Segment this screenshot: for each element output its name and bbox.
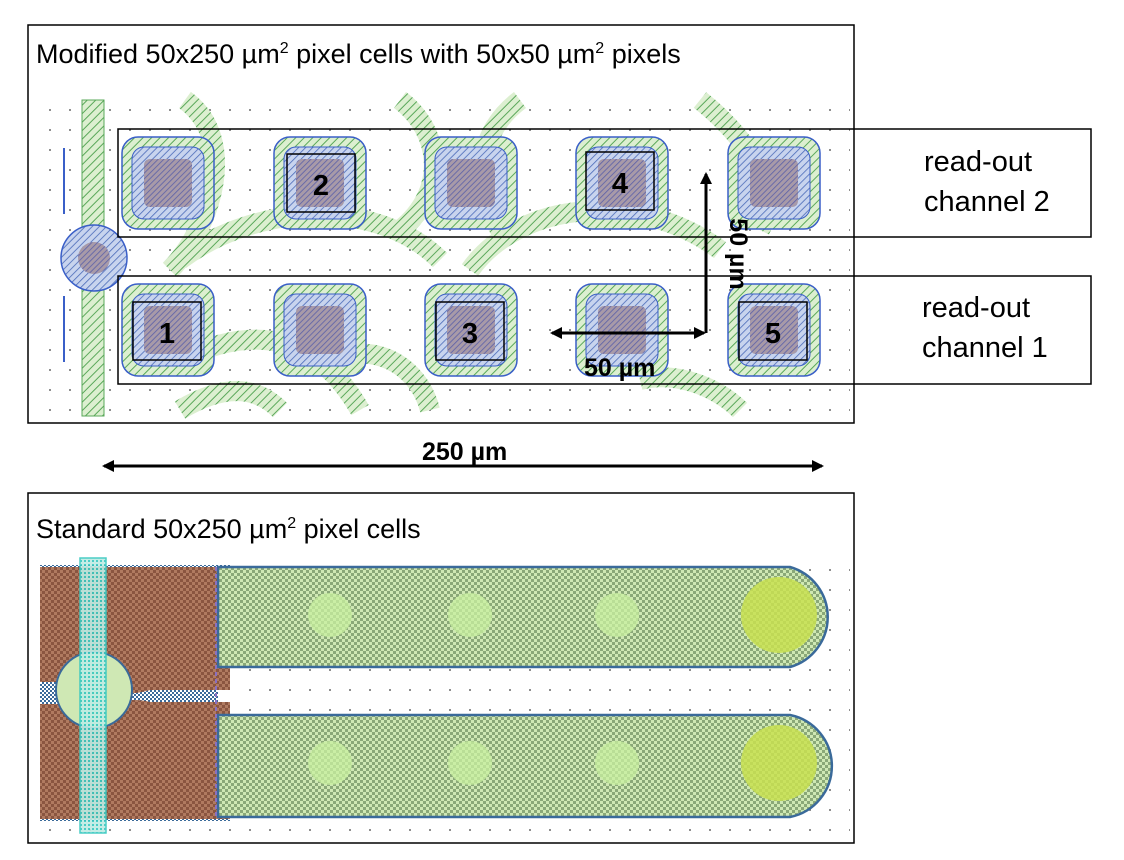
pixel-pad-core bbox=[750, 306, 798, 354]
pixel-1-label: 1 bbox=[159, 318, 175, 350]
pixel-2-box bbox=[286, 153, 356, 213]
strip-bump bbox=[308, 741, 352, 785]
pixel-number-boxes: 1 2 3 4 5 bbox=[132, 151, 808, 361]
pixel-pad-core bbox=[144, 159, 192, 207]
readout-channel-2-box bbox=[117, 128, 1092, 238]
pixel-pad-core bbox=[598, 306, 646, 354]
span-250um-label: 250 µm bbox=[422, 438, 508, 466]
vertical-50um-label: 50 µm bbox=[724, 218, 752, 289]
pixel-pad-core bbox=[598, 159, 646, 207]
bias-dot-core bbox=[78, 242, 110, 274]
pixel-pad-core bbox=[296, 306, 344, 354]
pixel-pad-core bbox=[144, 306, 192, 354]
strip-bump-large bbox=[741, 577, 817, 653]
strip-bump-large bbox=[741, 725, 817, 801]
top-panel-title: Modified 50x250 µm2 pixel cells with 50x… bbox=[36, 39, 681, 69]
pixel-5-label: 5 bbox=[765, 318, 781, 350]
strip-bump bbox=[595, 741, 639, 785]
strip-pixel-upper bbox=[216, 565, 829, 669]
pixel-pads bbox=[121, 136, 821, 377]
pixel-2-label: 2 bbox=[313, 170, 329, 202]
pixel-pad-core bbox=[447, 159, 495, 207]
implant-region bbox=[72, 700, 231, 819]
pixel-3-box bbox=[435, 301, 505, 361]
pixel-pad-core bbox=[447, 306, 495, 354]
pixel-1-box bbox=[132, 301, 202, 361]
readout-channel-2-label: read-out channel 2 bbox=[924, 146, 1050, 218]
strip-bump bbox=[595, 593, 639, 637]
strip-bumps bbox=[308, 577, 817, 801]
readout-channel-1-label: read-out channel 1 bbox=[922, 292, 1048, 364]
readout-channel-1-box bbox=[117, 275, 1092, 385]
horizontal-50um-label: 50 µm bbox=[584, 354, 656, 382]
pixel-5-box bbox=[738, 301, 808, 361]
pixel-4-box bbox=[585, 151, 655, 211]
pixel-pad-core bbox=[750, 159, 798, 207]
strip-bump bbox=[308, 593, 352, 637]
pixel-4-label: 4 bbox=[612, 168, 628, 200]
strip-pixel-lower bbox=[216, 713, 834, 819]
bottom-panel bbox=[27, 492, 855, 844]
pixel-3-label: 3 bbox=[462, 318, 478, 350]
routing-arc bbox=[174, 381, 288, 419]
strip-bump bbox=[448, 741, 492, 785]
bottom-panel-title: Standard 50x250 µm2 pixel cells bbox=[36, 514, 421, 544]
top-panel: 1 2 3 4 5 50 µm bbox=[27, 24, 1092, 424]
implant-region bbox=[40, 567, 110, 682]
strip-bump bbox=[448, 593, 492, 637]
via-column bbox=[79, 557, 107, 834]
pixel-pad-core bbox=[296, 159, 344, 207]
